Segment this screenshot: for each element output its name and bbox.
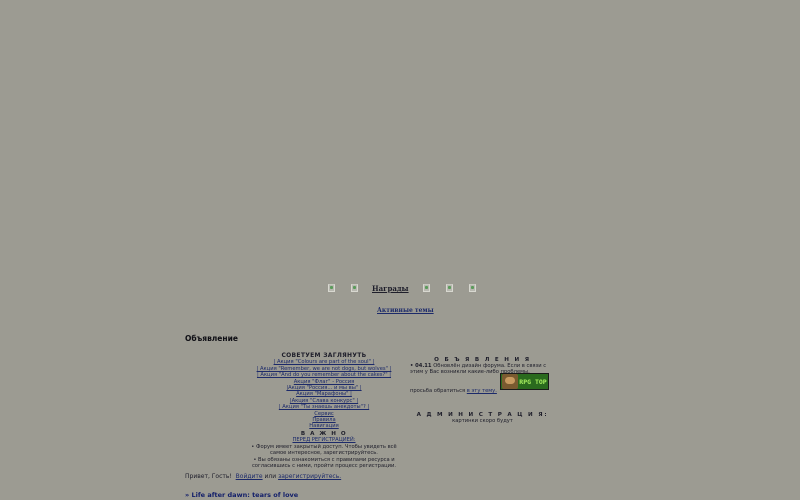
news-heading: О Б Ъ Я В Л Е Н И Я [434, 357, 531, 363]
promo-link[interactable]: | Акция "Remember, we are not dogs, but … [256, 365, 392, 372]
promo-link[interactable]: | Акция "Colours are part of the soul" | [273, 359, 375, 366]
service-link[interactable]: Сервис [314, 410, 334, 417]
rpg-top-banner[interactable]: RPG TOP [500, 373, 549, 390]
greeting-text: Привет, Гость! [185, 473, 232, 480]
broken-image-icon[interactable] [328, 284, 335, 292]
nav-awards-link[interactable]: Награды [372, 283, 409, 293]
promo-link[interactable]: Акция "Марафоны" | [296, 391, 352, 398]
admin-heading: А Д М И Н И С Т Р А Ц И Я: [416, 412, 549, 418]
promo-link[interactable]: |Акция "Россия... и мы вы" | [286, 385, 362, 392]
login-link[interactable]: Войдите [235, 473, 263, 480]
news-panel: О Б Ъ Я В Л Е Н И Я • 04.11 Обновлён диз… [410, 357, 555, 394]
register-link[interactable]: зарегистрируйтесь. [278, 473, 342, 480]
notice-bullet: • Вы обязаны ознакомиться с правилами ре… [251, 456, 397, 469]
avatar-icon [502, 374, 518, 389]
announcement-title: Объявление [185, 334, 238, 343]
contact-text: просьба обратиться [410, 388, 466, 394]
broken-image-icon[interactable] [445, 284, 453, 292]
notice-bullet: • Форум имеет закрытый доступ. Чтобы уви… [251, 443, 397, 457]
active-topics-link[interactable]: Активные темы [377, 307, 434, 314]
promo-link[interactable]: | Акция "And do you remember about the c… [256, 372, 392, 379]
broken-image-icon[interactable] [351, 284, 358, 292]
contact-topic-link[interactable]: в эту тему. [466, 388, 497, 394]
nav-bar: Награды [328, 282, 476, 294]
before-registration-link[interactable]: ПЕРЕД РЕГИСТРАЦИЕЙ: [292, 437, 356, 444]
navigation-link[interactable]: Навигация [309, 423, 339, 430]
promo-link[interactable]: Акция "Флаг" - Россия [293, 378, 355, 385]
contact-line: просьба обратиться в эту тему. [410, 388, 555, 394]
important-heading: В А Ж Н О [300, 430, 348, 437]
broken-image-icon[interactable] [468, 284, 476, 292]
news-text: Обновлён дизайн форума. Если в связи с э… [410, 363, 547, 375]
recommended-panel: СОВЕТУЕМ ЗАГЛЯНУТЬ | Акция "Colours are … [244, 352, 404, 469]
rules-link[interactable]: Правила [312, 417, 336, 424]
promo-link[interactable]: | Акция "Ты знаешь анекдоты"? | [278, 404, 370, 411]
news-date: • 04.11 [410, 363, 432, 369]
promo-link[interactable]: |Акция "Слава конкурс" | [289, 397, 359, 404]
broken-image-icon[interactable] [422, 284, 430, 292]
banner-text: RPG TOP [519, 377, 547, 386]
recommended-heading: СОВЕТУЕМ ЗАГЛЯНУТЬ [281, 352, 367, 359]
guest-greeting: Привет, Гость! Войдите или зарегистрируй… [185, 473, 341, 480]
admin-text: картинки скоро будут [452, 418, 513, 424]
administration-panel: А Д М И Н И С Т Р А Ц И Я: картинки скор… [410, 412, 555, 424]
forum-category-title[interactable]: » Life after dawn: tears of love [185, 491, 299, 499]
greeting-or: или [264, 473, 277, 480]
news-item: • 04.11 Обновлён дизайн форума. Если в с… [410, 363, 555, 375]
